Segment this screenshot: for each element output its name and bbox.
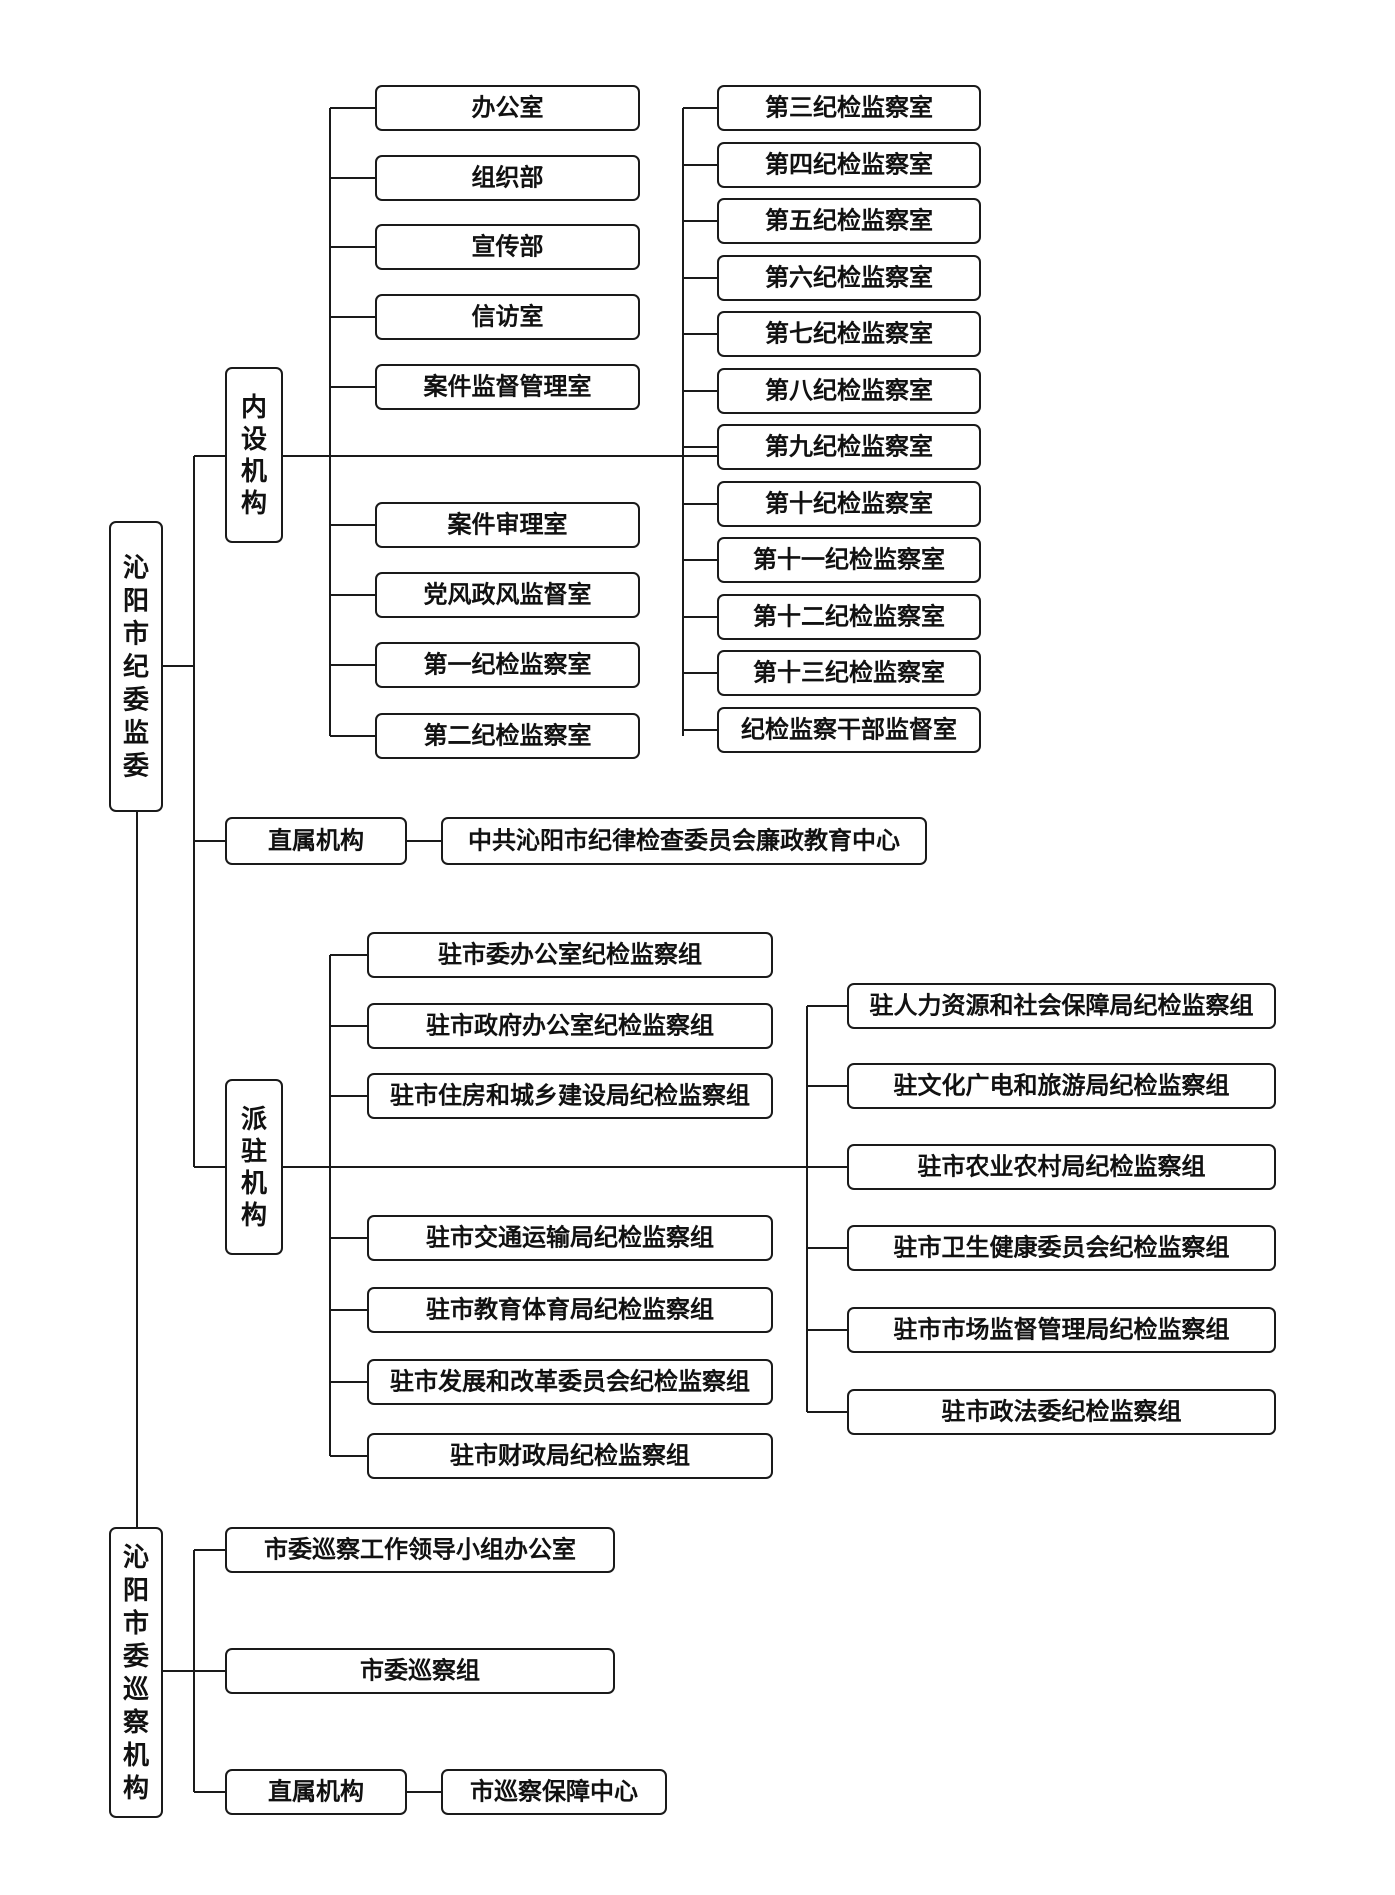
internal-office-2: 组织部 — [375, 155, 640, 201]
internal-office-4: 信访室 — [375, 294, 640, 340]
internal-office-12: 第五纪检监察室 — [717, 198, 981, 244]
internal-office-13-label: 第六纪检监察室 — [765, 263, 933, 292]
internal-office-19-label: 第十二纪检监察室 — [753, 602, 945, 631]
internal-office-7-label: 党风政风监督室 — [424, 580, 592, 609]
internal-office-16: 第九纪检监察室 — [717, 424, 981, 470]
dispatched-group-13-label: 驻市政法委纪检监察组 — [942, 1397, 1182, 1426]
dispatched-group-12: 驻市市场监督管理局纪检监察组 — [847, 1307, 1276, 1353]
dispatched-org-box-label: 派驻机构 — [241, 1105, 267, 1231]
direct-org-child: 中共沁阳市纪律检查委员会廉政教育中心 — [441, 817, 927, 865]
internal-office-18-label: 第十一纪检监察室 — [753, 545, 945, 574]
dispatched-group-10: 驻市农业农村局纪检监察组 — [847, 1144, 1276, 1190]
internal-office-3: 宣传部 — [375, 224, 640, 270]
root-cdi-box-label: 沁阳市纪委监委 — [123, 554, 149, 782]
dispatched-group-12-label: 驻市市场监督管理局纪检监察组 — [894, 1315, 1230, 1344]
dispatched-group-11-label: 驻市卫生健康委员会纪检监察组 — [894, 1233, 1230, 1262]
inspection-direct-box: 直属机构 — [225, 1769, 407, 1815]
internal-office-4-label: 信访室 — [472, 302, 544, 331]
internal-office-6: 案件审理室 — [375, 502, 640, 548]
internal-office-10-label: 第三纪检监察室 — [765, 93, 933, 122]
internal-office-17-label: 第十纪检监察室 — [765, 489, 933, 518]
dispatched-group-13: 驻市政法委纪检监察组 — [847, 1389, 1276, 1435]
dispatched-group-7: 驻市财政局纪检监察组 — [367, 1433, 773, 1479]
dispatched-group-1-label: 驻市委办公室纪检监察组 — [438, 940, 702, 969]
internal-office-1: 办公室 — [375, 85, 640, 131]
internal-office-5: 案件监督管理室 — [375, 364, 640, 410]
internal-office-5-label: 案件监督管理室 — [423, 372, 592, 401]
internal-office-7: 党风政风监督室 — [375, 572, 640, 618]
internal-office-21-label: 纪检监察干部监督室 — [741, 715, 957, 744]
internal-office-20-label: 第十三纪检监察室 — [753, 658, 945, 687]
inspection-office: 市委巡察工作领导小组办公室 — [225, 1527, 615, 1573]
dispatched-group-6: 驻市发展和改革委员会纪检监察组 — [367, 1359, 773, 1405]
dispatched-group-3: 驻市住房和城乡建设局纪检监察组 — [367, 1073, 773, 1119]
dispatched-group-8: 驻人力资源和社会保障局纪检监察组 — [847, 983, 1276, 1029]
internal-office-6-label: 案件审理室 — [447, 510, 568, 539]
dispatched-group-2-label: 驻市政府办公室纪检监察组 — [426, 1011, 714, 1040]
internal-office-14-label: 第七纪检监察室 — [765, 319, 933, 348]
internal-office-8: 第一纪检监察室 — [375, 642, 640, 688]
dispatched-group-1: 驻市委办公室纪检监察组 — [367, 932, 773, 978]
direct-org-child-label: 中共沁阳市纪律检查委员会廉政教育中心 — [468, 826, 900, 855]
dispatched-group-5-label: 驻市教育体育局纪检监察组 — [426, 1295, 714, 1324]
dispatched-group-4: 驻市交通运输局纪检监察组 — [367, 1215, 773, 1261]
internal-office-9: 第二纪检监察室 — [375, 713, 640, 759]
inspection-direct-child: 市巡察保障中心 — [441, 1769, 667, 1815]
internal-office-18: 第十一纪检监察室 — [717, 537, 981, 583]
dispatched-group-10-label: 驻市农业农村局纪检监察组 — [918, 1152, 1206, 1181]
connector-lines — [136, 107, 848, 1793]
direct-org-box: 直属机构 — [225, 817, 407, 865]
internal-office-16-label: 第九纪检监察室 — [765, 432, 933, 461]
internal-office-2-label: 组织部 — [472, 163, 544, 192]
internal-office-19: 第十二纪检监察室 — [717, 594, 981, 640]
inspection-direct-box-label: 直属机构 — [268, 1777, 364, 1806]
internal-office-8-label: 第一纪检监察室 — [424, 650, 592, 679]
internal-org-box: 内设机构 — [225, 367, 283, 543]
internal-office-10: 第三纪检监察室 — [717, 85, 981, 131]
internal-office-14: 第七纪检监察室 — [717, 311, 981, 357]
dispatched-group-11: 驻市卫生健康委员会纪检监察组 — [847, 1225, 1276, 1271]
internal-office-1-label: 办公室 — [472, 93, 544, 122]
internal-office-12-label: 第五纪检监察室 — [765, 206, 933, 235]
internal-office-17: 第十纪检监察室 — [717, 481, 981, 527]
internal-org-box-label: 内设机构 — [241, 393, 267, 519]
dispatched-group-8-label: 驻人力资源和社会保障局纪检监察组 — [870, 991, 1254, 1020]
dispatched-group-9: 驻文化广电和旅游局纪检监察组 — [847, 1063, 1276, 1109]
internal-office-3-label: 宣传部 — [472, 232, 544, 261]
inspection-group: 市委巡察组 — [225, 1648, 615, 1694]
internal-office-9-label: 第二纪检监察室 — [424, 721, 592, 750]
dispatched-group-9-label: 驻文化广电和旅游局纪检监察组 — [894, 1071, 1230, 1100]
internal-office-15-label: 第八纪检监察室 — [765, 376, 933, 405]
dispatched-group-7-label: 驻市财政局纪检监察组 — [450, 1441, 690, 1470]
dispatched-group-2: 驻市政府办公室纪检监察组 — [367, 1003, 773, 1049]
internal-office-13: 第六纪检监察室 — [717, 255, 981, 301]
internal-office-15: 第八纪检监察室 — [717, 368, 981, 414]
direct-org-box-label: 直属机构 — [268, 826, 364, 855]
internal-office-21: 纪检监察干部监督室 — [717, 707, 981, 753]
dispatched-org-box: 派驻机构 — [225, 1079, 283, 1255]
internal-office-11-label: 第四纪检监察室 — [765, 150, 933, 179]
dispatched-group-4-label: 驻市交通运输局纪检监察组 — [426, 1223, 714, 1252]
internal-office-20: 第十三纪检监察室 — [717, 650, 981, 696]
root-cdi-box: 沁阳市纪委监委 — [109, 521, 163, 812]
root-inspection-box: 沁阳市委巡察机构 — [109, 1527, 163, 1818]
dispatched-group-6-label: 驻市发展和改革委员会纪检监察组 — [390, 1367, 750, 1396]
inspection-direct-child-label: 市巡察保障中心 — [470, 1777, 638, 1806]
dispatched-group-5: 驻市教育体育局纪检监察组 — [367, 1287, 773, 1333]
internal-office-11: 第四纪检监察室 — [717, 142, 981, 188]
root-inspection-box-label: 沁阳市委巡察机构 — [123, 1543, 150, 1804]
dispatched-group-3-label: 驻市住房和城乡建设局纪检监察组 — [390, 1081, 750, 1110]
inspection-office-label: 市委巡察工作领导小组办公室 — [264, 1535, 576, 1564]
inspection-group-label: 市委巡察组 — [360, 1656, 480, 1685]
